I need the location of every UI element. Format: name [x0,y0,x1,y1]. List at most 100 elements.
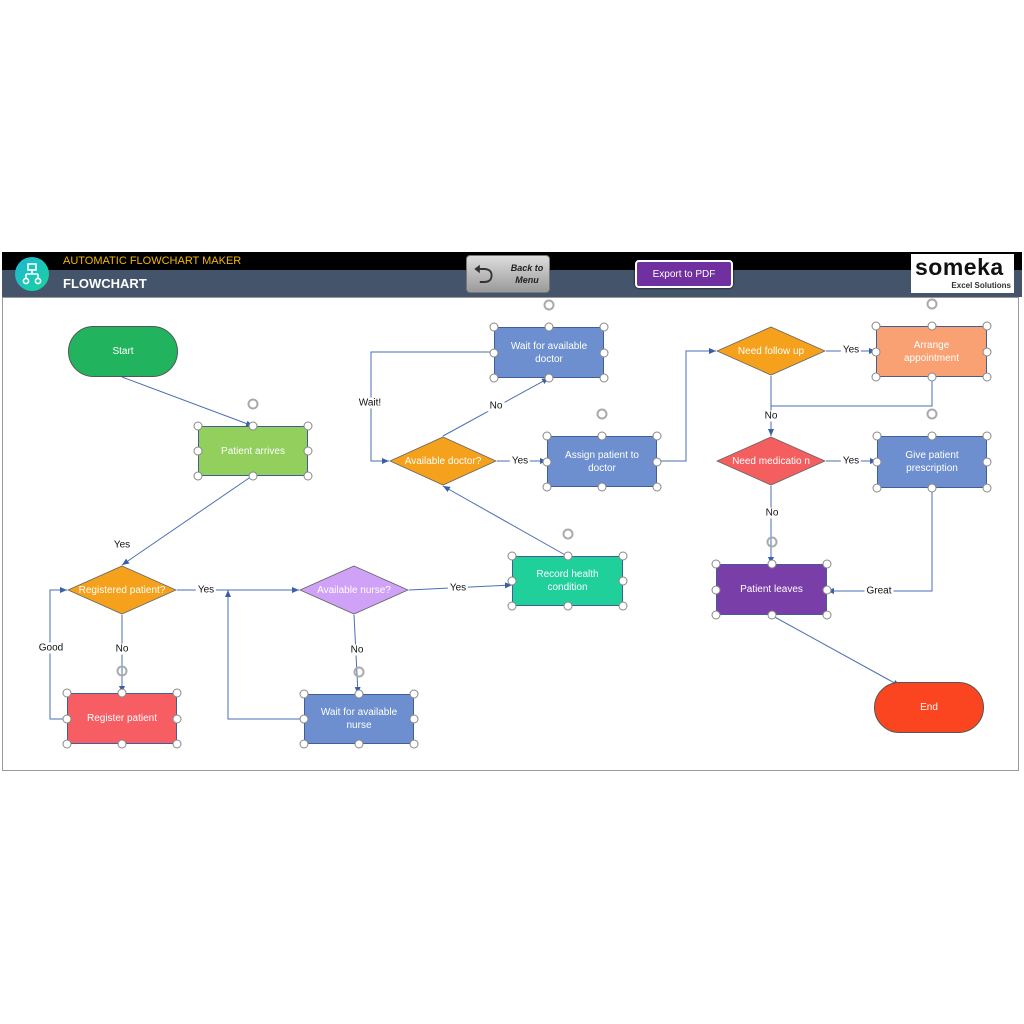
resize-handle[interactable] [767,559,776,569]
resize-handle[interactable] [193,471,203,481]
rotate-handle-icon[interactable] [766,536,777,548]
resize-handle[interactable] [618,576,628,586]
resize-handle[interactable] [618,551,628,561]
node-end[interactable]: End [874,682,984,733]
resize-handle[interactable] [982,457,992,467]
resize-handle[interactable] [507,576,517,586]
node-register[interactable]: Register patient [67,693,177,744]
resize-handle[interactable] [652,457,662,466]
resize-handle[interactable] [542,482,552,492]
resize-handle[interactable] [489,322,499,332]
rotate-handle-icon[interactable] [353,666,365,678]
connector-e16[interactable] [771,377,933,407]
resize-handle[interactable] [172,739,182,749]
resize-handle[interactable] [507,601,517,611]
resize-handle[interactable] [248,421,258,431]
resize-handle[interactable] [599,322,609,332]
resize-handle[interactable] [299,714,309,724]
node-registered[interactable]: Registered patient? [67,565,177,615]
resize-handle[interactable] [542,431,552,441]
resize-handle[interactable] [544,322,554,332]
resize-handle[interactable] [711,585,721,594]
node-arrange[interactable]: Arrange appointment [876,326,987,377]
node-followup-q[interactable]: Need follow up [716,326,826,376]
rotate-handle-icon[interactable] [543,299,555,311]
resize-handle[interactable] [767,610,776,620]
resize-handle[interactable] [62,714,72,723]
resize-handle[interactable] [409,689,419,699]
connector-e7[interactable] [225,590,304,720]
resize-handle[interactable] [303,421,313,431]
node-assign[interactable]: Assign patient to doctor [547,436,657,487]
resize-handle[interactable] [597,482,607,492]
resize-handle[interactable] [711,610,721,620]
resize-handle[interactable] [871,347,881,356]
resize-handle[interactable] [927,483,937,493]
resize-handle[interactable] [193,421,203,431]
resize-handle[interactable] [872,431,882,441]
resize-handle[interactable] [599,348,609,357]
back-to-menu-button[interactable]: ⮌ Back to Menu [466,255,550,293]
resize-handle[interactable] [542,457,552,466]
resize-handle[interactable] [544,373,554,383]
node-start[interactable]: Start [68,326,178,377]
resize-handle[interactable] [62,688,72,698]
rotate-handle-icon[interactable] [116,665,128,677]
connector-e9[interactable] [442,485,568,557]
resize-handle[interactable] [489,348,499,357]
resize-handle[interactable] [927,321,936,331]
resize-handle[interactable] [597,431,607,441]
resize-handle[interactable] [117,688,127,698]
resize-handle[interactable] [872,457,882,467]
resize-handle[interactable] [117,739,127,749]
resize-handle[interactable] [982,372,992,382]
rotate-handle-icon[interactable] [926,298,937,310]
node-nurse-q[interactable]: Available nurse? [299,565,409,615]
resize-handle[interactable] [982,483,992,493]
resize-handle[interactable] [299,689,309,699]
resize-handle[interactable] [982,321,992,331]
resize-handle[interactable] [507,551,517,561]
resize-handle[interactable] [303,471,313,481]
resize-handle[interactable] [822,585,832,594]
connector-e13[interactable] [657,348,716,462]
resize-handle[interactable] [172,688,182,698]
resize-handle[interactable] [822,559,832,569]
node-record[interactable]: Record health condition [512,556,623,606]
resize-handle[interactable] [982,431,992,441]
resize-handle[interactable] [652,482,662,492]
resize-handle[interactable] [193,446,203,456]
connector-e1[interactable] [121,376,254,427]
node-leaves[interactable]: Patient leaves [716,564,827,615]
resize-handle[interactable] [563,551,572,561]
resize-handle[interactable] [618,601,628,611]
export-to-pdf-button[interactable]: Export to PDF [635,260,733,288]
node-prescription[interactable]: Give patient prescription [877,436,987,488]
rotate-handle-icon[interactable] [562,528,573,540]
resize-handle[interactable] [354,689,364,699]
resize-handle[interactable] [563,601,572,611]
connector-e2[interactable] [121,475,253,566]
node-doctor-q[interactable]: Available doctor? [389,436,497,486]
resize-handle[interactable] [982,347,992,356]
connector-e5[interactable] [49,587,67,720]
resize-handle[interactable] [489,373,499,383]
node-medication-q[interactable]: Need medicatio n [716,436,826,486]
connector-e19[interactable] [827,488,933,594]
resize-handle[interactable] [822,610,832,620]
resize-handle[interactable] [927,372,936,382]
node-arrives[interactable]: Patient arrives [198,426,308,476]
resize-handle[interactable] [299,739,309,749]
connector-e20[interactable] [770,614,901,687]
resize-handle[interactable] [409,739,419,749]
resize-handle[interactable] [652,431,662,441]
node-wait-doctor[interactable]: Wait for available doctor [494,327,604,378]
resize-handle[interactable] [711,559,721,569]
resize-handle[interactable] [409,714,419,724]
resize-handle[interactable] [248,471,258,481]
resize-handle[interactable] [172,714,182,723]
resize-handle[interactable] [872,483,882,493]
resize-handle[interactable] [599,373,609,383]
resize-handle[interactable] [871,321,881,331]
resize-handle[interactable] [927,431,937,441]
